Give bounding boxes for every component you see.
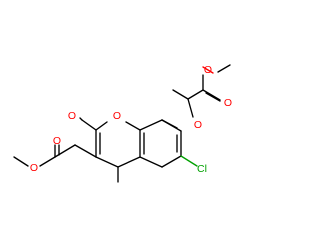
bond — [187, 98, 194, 118]
bond — [81, 119, 97, 131]
propanoate-carbonyl-oxygen-label: O — [53, 135, 61, 147]
background — [0, 0, 250, 250]
bond — [217, 64, 231, 73]
bond — [139, 119, 163, 131]
bond — [117, 156, 141, 168]
bond — [205, 92, 221, 102]
bond — [172, 89, 189, 100]
bond — [125, 121, 141, 131]
bond — [79, 117, 83, 121]
methyl-ester-group — [172, 64, 231, 118]
ester-oxygen-label: O — [204, 64, 212, 76]
bond — [95, 121, 108, 131]
bond — [187, 89, 204, 100]
bond — [180, 155, 198, 167]
chloro-substituent — [180, 155, 198, 167]
bond — [13, 156, 29, 167]
bond — [161, 155, 182, 168]
ring-oxygen-label: O — [113, 110, 121, 122]
ester-carbonyl-oxygen-label: O — [224, 97, 232, 109]
bond — [202, 66, 214, 74]
bond — [95, 156, 119, 168]
bond — [139, 156, 163, 168]
atom-labels: O O O O O O O Cl — [30, 64, 232, 175]
ethyl-propanoate-chain — [13, 144, 97, 167]
bond — [74, 144, 97, 158]
coumarin-core — [79, 117, 182, 183]
chlorine-label: Cl — [197, 163, 207, 175]
bond — [202, 89, 221, 101]
ether-oxygen-label: O — [194, 119, 202, 131]
bond — [161, 119, 182, 132]
bond — [39, 156, 56, 167]
propanoate-ester-oxygen-label: O — [30, 162, 38, 174]
molecule-drawing: O O O O O O O Cl — [0, 0, 250, 250]
structure-diagram: O O O O O O O Cl — [0, 0, 250, 250]
lactone-carbonyl-oxygen-label: O — [68, 110, 76, 122]
